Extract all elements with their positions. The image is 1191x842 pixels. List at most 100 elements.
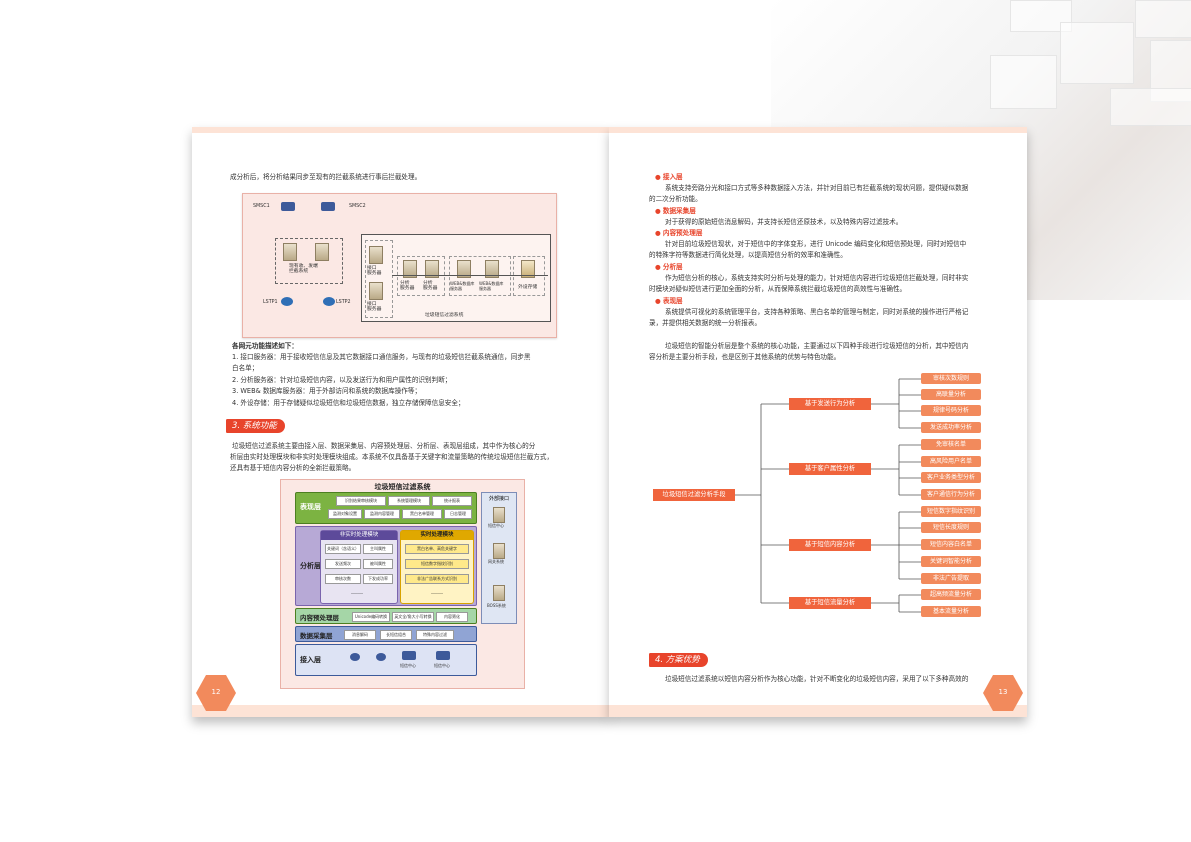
- analysis-server-label: 分析 服务器: [400, 281, 415, 291]
- module-box: 消息解码: [344, 630, 376, 640]
- mindmap-leaf: 审核次数规则: [921, 373, 981, 384]
- section-heading-4: 4. 方案优势: [649, 653, 708, 667]
- module-box: 非法广告联系方式识别: [405, 574, 469, 584]
- mindmap-leaf: 短信长度规则: [921, 522, 981, 533]
- router-icon: [350, 653, 360, 661]
- smsc1-label: SMSC1: [253, 204, 270, 209]
- page-number: 12: [196, 675, 236, 711]
- section-line: 录，并提供相关数据的统一分析报表。: [649, 319, 762, 327]
- module-box: 日志管理: [444, 509, 472, 519]
- section-line: 时模块对疑似短信进行更加全面的分析，从而保障系统拦截垃圾短信的高效性与准确性。: [649, 285, 907, 293]
- server-icon: [369, 282, 383, 300]
- background-square: [990, 55, 1057, 109]
- module-box: 主叫属性: [363, 544, 393, 554]
- access-layer: 接入层 短信中心 短信中心: [295, 644, 477, 676]
- core-line: 垃圾短信的智能分析层是整个系统的核心功能，主要通过以下四种手段进行垃圾短信的分析…: [665, 342, 969, 350]
- background-square: [1110, 88, 1191, 126]
- smsc-icon: [436, 651, 450, 660]
- mindmap-leaf: 客户通信行为分析: [921, 489, 981, 500]
- storage-icon: [521, 260, 535, 278]
- collection-layer: 数据采集层 消息解码 长短信组合 特殊内容过滤: [295, 626, 477, 642]
- ext-item: 网关系统: [488, 559, 504, 564]
- module-box: 识别结果审核模块: [336, 496, 386, 506]
- module-box: Unicode编码转换: [352, 612, 390, 622]
- top-band: [192, 127, 610, 133]
- section-line: 的二次分析功能。: [649, 195, 702, 203]
- section-title: ● 数据采集层: [655, 207, 696, 215]
- bottom-band: [192, 705, 610, 717]
- server-icon: [493, 585, 505, 601]
- smsc2-label: SMSC2: [349, 204, 366, 209]
- analysis-group: [397, 256, 445, 296]
- module-box: 统计报表: [432, 496, 472, 506]
- module-box: 系统管理模块: [388, 496, 430, 506]
- module-box: 监测内容管理: [364, 509, 400, 519]
- server-icon: [457, 260, 471, 278]
- module-box: 审核次数: [325, 574, 361, 584]
- storage-group: [513, 256, 545, 296]
- mindmap-leaf: 高风险用户名单: [921, 456, 981, 467]
- ext-title: 外部接口: [488, 496, 509, 502]
- module-box: 内容筛化: [436, 612, 468, 622]
- section-line: 的特殊字符等数据进行简化处理，以提高短信分析的效率和准确性。: [649, 251, 847, 259]
- desc-title: 各网元功能描述如下：: [232, 342, 298, 350]
- top-band: [609, 127, 1027, 133]
- layer-title: 数据采集层: [300, 632, 333, 640]
- web-db-server-label: WEB&数据库 服务器: [479, 281, 504, 291]
- mindmap-leaf: 关键词智能分析: [921, 556, 981, 567]
- existing-system-box: [275, 238, 343, 284]
- layer-title: 内容预处理层: [300, 614, 339, 622]
- lstp2-icon: [323, 297, 335, 306]
- mindmap-branch: 基于客户属性分析: [789, 463, 871, 475]
- module-box: 被叫属性: [363, 559, 393, 569]
- smsc2-icon: [321, 202, 335, 211]
- section-line: 系统支持旁路分光和接口方式等多种数据接入方法，并针对目前已有拦截系统的现状问题，…: [665, 184, 969, 192]
- server-icon: [425, 260, 439, 278]
- desc-line: 4. 外设存储：用于存储疑似垃圾短信和垃圾短信数据，独立存储保障信息安全；: [232, 399, 465, 407]
- server-icon: [315, 243, 329, 261]
- module-box: 发送频次: [325, 559, 361, 569]
- section-title: ● 表现层: [655, 297, 683, 305]
- smsc-icon: [402, 651, 416, 660]
- analysis-server-label: 分析 服务器: [423, 281, 438, 291]
- existing-system-label: 现有收、发端 拦截系统: [289, 264, 318, 274]
- section-line: 系统提供可视化的系统管理平台，支持各种策略、黑白名单的管理与制定，同时对系统的操…: [665, 308, 969, 316]
- analysis-layer: 分析层 非实时处理模块 关键词（含语义） 主叫属性 发送频次 被叫属性 审核次数…: [295, 526, 477, 606]
- mindmap-leaf: 短信内容白名单: [921, 539, 981, 550]
- module-box: 黑白名单管理: [402, 509, 442, 519]
- page-13: ● 接入层 系统支持旁路分光和接口方式等多种数据接入方法，并针对目前已有拦截系统…: [609, 127, 1027, 717]
- smsc-label: 短信中心: [434, 663, 450, 668]
- mindmap-branch: 基于短信内容分析: [789, 539, 871, 551]
- mindmap-leaf: 免审核名单: [921, 439, 981, 450]
- iface-group: [365, 240, 393, 318]
- background-square: [1060, 22, 1134, 84]
- layer-title: 分析层: [300, 562, 321, 570]
- advantage-line: 垃圾短信过滤系统以短信内容分析作为核心功能，针对不断变化的垃圾短信内容，采用了以…: [665, 675, 969, 683]
- mindmap-root: 垃圾短信过滤分析手段: [653, 489, 735, 501]
- lstp2-label: LSTP2: [336, 300, 351, 305]
- module-box: 特殊内容过滤: [416, 630, 454, 640]
- server-icon: [485, 260, 499, 278]
- mindmap-leaf: 超高频流量分析: [921, 589, 981, 600]
- network-diagram: SMSC1 SMSC2 现有收、发端 拦截系统 LSTP1 LSTP2 接口 服…: [242, 193, 557, 338]
- server-icon: [283, 243, 297, 261]
- module-box: 英文全/角大小写转换: [392, 612, 434, 622]
- module-box: 黑白名单、高危关键字: [405, 544, 469, 554]
- intro-text: 成分析后，将分析结果同步至现有的拦截系统进行事后拦截处理。: [230, 173, 422, 181]
- iface-server-label: 接口 服务器: [367, 266, 382, 276]
- section-title: ● 内容预处理层: [655, 229, 703, 237]
- desc-line: 1. 接口服务器：用于接收短信信息及其它数据接口通信服务，与现有的垃圾短信拦截系…: [232, 353, 531, 361]
- preprocessing-layer: 内容预处理层 Unicode编码转换 英文全/角大小写转换 内容筛化: [295, 608, 477, 624]
- desc-line: 2. 分析服务器：针对垃圾短信内容，以及发送行为和用户属性的识别判断；: [232, 376, 452, 384]
- lstp1-label: LSTP1: [263, 300, 278, 305]
- module-box: 长短信组合: [380, 630, 412, 640]
- module-title: 非实时处理模块: [321, 531, 397, 540]
- router-icon: [376, 653, 386, 661]
- lstp1-icon: [281, 297, 293, 306]
- mindmap-leaf: 短信数字指纹识别: [921, 506, 981, 517]
- diagram-caption: 垃圾短信过滤系统: [425, 313, 464, 318]
- smsc1-icon: [281, 202, 295, 211]
- background-square: [1135, 0, 1191, 38]
- module-box: 短信数字指纹识别: [405, 559, 469, 569]
- ext-item: BOSS系统: [487, 603, 506, 608]
